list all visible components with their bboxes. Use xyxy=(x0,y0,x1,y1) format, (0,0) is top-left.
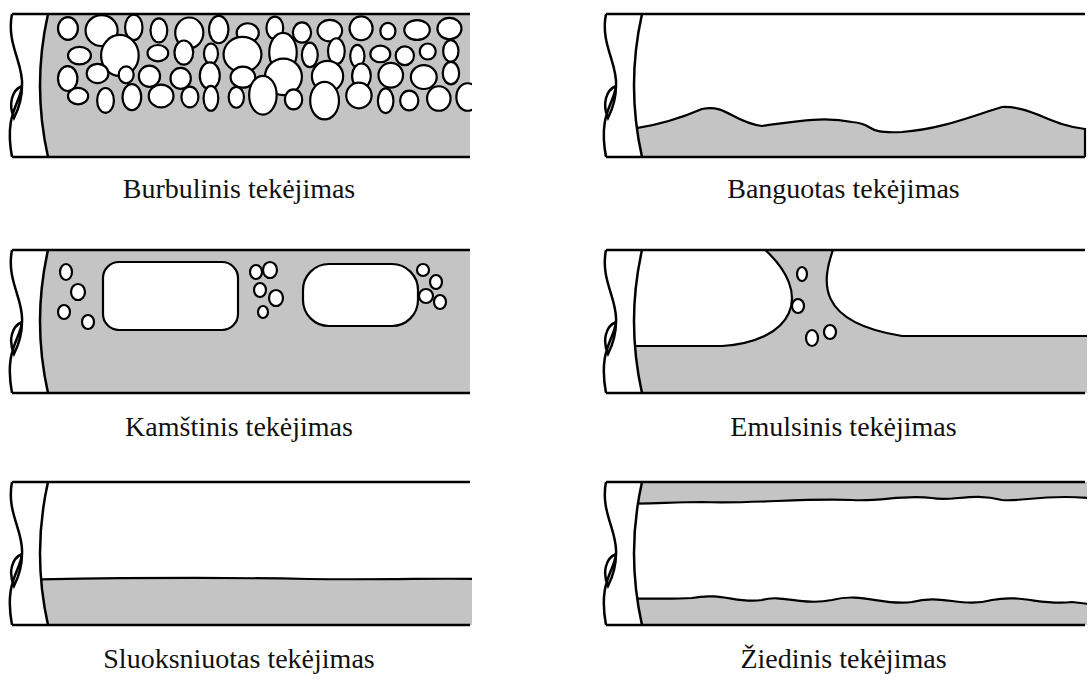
gas-bubble xyxy=(417,264,429,276)
liquid-phase xyxy=(602,247,1089,397)
gas-bubble xyxy=(97,88,114,113)
gas-slug xyxy=(303,264,418,326)
caption: Sluoksniuotas tekėjimas xyxy=(8,642,470,676)
gas-bubble xyxy=(123,84,142,110)
gas-bubble xyxy=(350,16,373,40)
gas-bubble xyxy=(437,18,461,39)
gas-bubble xyxy=(792,299,804,313)
pipe-break xyxy=(604,250,616,393)
gas-bubble xyxy=(209,16,228,43)
gas-bubble xyxy=(68,47,91,65)
caption: Banguotas tekėjimas xyxy=(602,172,1085,206)
gas-bubble xyxy=(285,89,302,109)
gas-bubble xyxy=(806,330,818,346)
gas-bubble xyxy=(456,83,479,111)
gas-bubble xyxy=(411,65,437,89)
caption: Burbulinis tekėjimas xyxy=(8,172,470,206)
gas-bubble xyxy=(434,295,446,309)
pipe xyxy=(602,478,1089,629)
pipe-inner-edge xyxy=(40,250,48,393)
gas-bubble xyxy=(119,66,134,83)
liquid-phase xyxy=(602,107,1085,161)
gas-bubble xyxy=(181,87,198,108)
gas-bubble xyxy=(396,46,414,65)
pipe-inner-edge xyxy=(40,14,48,157)
gas-bubble xyxy=(404,20,429,40)
pipe-inner-edge xyxy=(634,14,642,157)
gas-bubble xyxy=(150,18,167,42)
pipe-wall xyxy=(606,482,1085,625)
pipe-wall xyxy=(12,14,470,157)
gas-bubble xyxy=(427,86,450,110)
pipe-wall xyxy=(606,250,1085,393)
gas-bubble xyxy=(58,17,78,40)
gas-bubble xyxy=(139,66,160,87)
gas-bubble xyxy=(87,64,109,83)
gas-slug xyxy=(103,262,238,330)
pipe-wall xyxy=(12,482,470,625)
pipe-inner-edge xyxy=(634,482,642,625)
gas-bubble xyxy=(824,325,836,339)
gas-bubble xyxy=(310,82,339,120)
gas-bubble xyxy=(293,22,311,42)
gas-bubble xyxy=(378,88,394,113)
pipe xyxy=(602,247,1089,397)
pipe-break xyxy=(10,250,22,393)
gas-bubble xyxy=(204,86,219,111)
gas-bubble xyxy=(148,45,169,61)
gas-bubble xyxy=(370,46,390,63)
pipe-break xyxy=(604,14,616,157)
caption: Kamštinis tekėjimas xyxy=(8,410,470,444)
gas-bubble xyxy=(430,275,442,289)
pipe-wall xyxy=(12,250,470,393)
gas-bubble xyxy=(263,262,277,278)
gas-bubble xyxy=(68,88,88,104)
pipe xyxy=(8,482,474,629)
pipe-break xyxy=(604,482,616,625)
gas-bubble xyxy=(380,23,395,40)
pipe xyxy=(8,14,479,157)
caption: Emulsinis tekėjimas xyxy=(602,410,1085,444)
gas-bubble xyxy=(204,43,218,63)
gas-bubble xyxy=(250,265,262,279)
gas-bubble xyxy=(302,43,318,67)
pipe-break xyxy=(10,14,22,157)
gas-bubble xyxy=(58,305,70,319)
gas-bubble xyxy=(82,315,94,329)
gas-bubble xyxy=(346,83,371,109)
pipe xyxy=(8,250,470,393)
gas-bubble xyxy=(258,306,268,318)
gas-bubble xyxy=(254,283,266,297)
pipe-inner-edge xyxy=(40,482,48,625)
gas-bubble xyxy=(149,85,174,108)
pipe-inner-edge xyxy=(634,250,642,393)
gas-bubble xyxy=(229,87,244,108)
pipe-break xyxy=(10,482,22,625)
gas-bubble xyxy=(797,267,807,281)
pipe-wall xyxy=(606,14,1085,157)
gas-bubble xyxy=(60,264,72,280)
gas-bubble xyxy=(443,62,459,84)
caption: Žiedinis tekėjimas xyxy=(602,642,1085,676)
gas-bubble xyxy=(443,40,458,62)
gas-bubble xyxy=(400,91,418,111)
pipe xyxy=(602,14,1085,161)
gas-bubble xyxy=(174,40,193,64)
gas-bubble xyxy=(420,44,436,60)
gas-bubble xyxy=(378,63,403,88)
liquid-phase xyxy=(8,578,474,629)
gas-bubble xyxy=(249,76,277,115)
gas-bubble xyxy=(269,290,283,306)
gas-bubble xyxy=(71,284,85,300)
gas-bubble xyxy=(419,289,433,303)
